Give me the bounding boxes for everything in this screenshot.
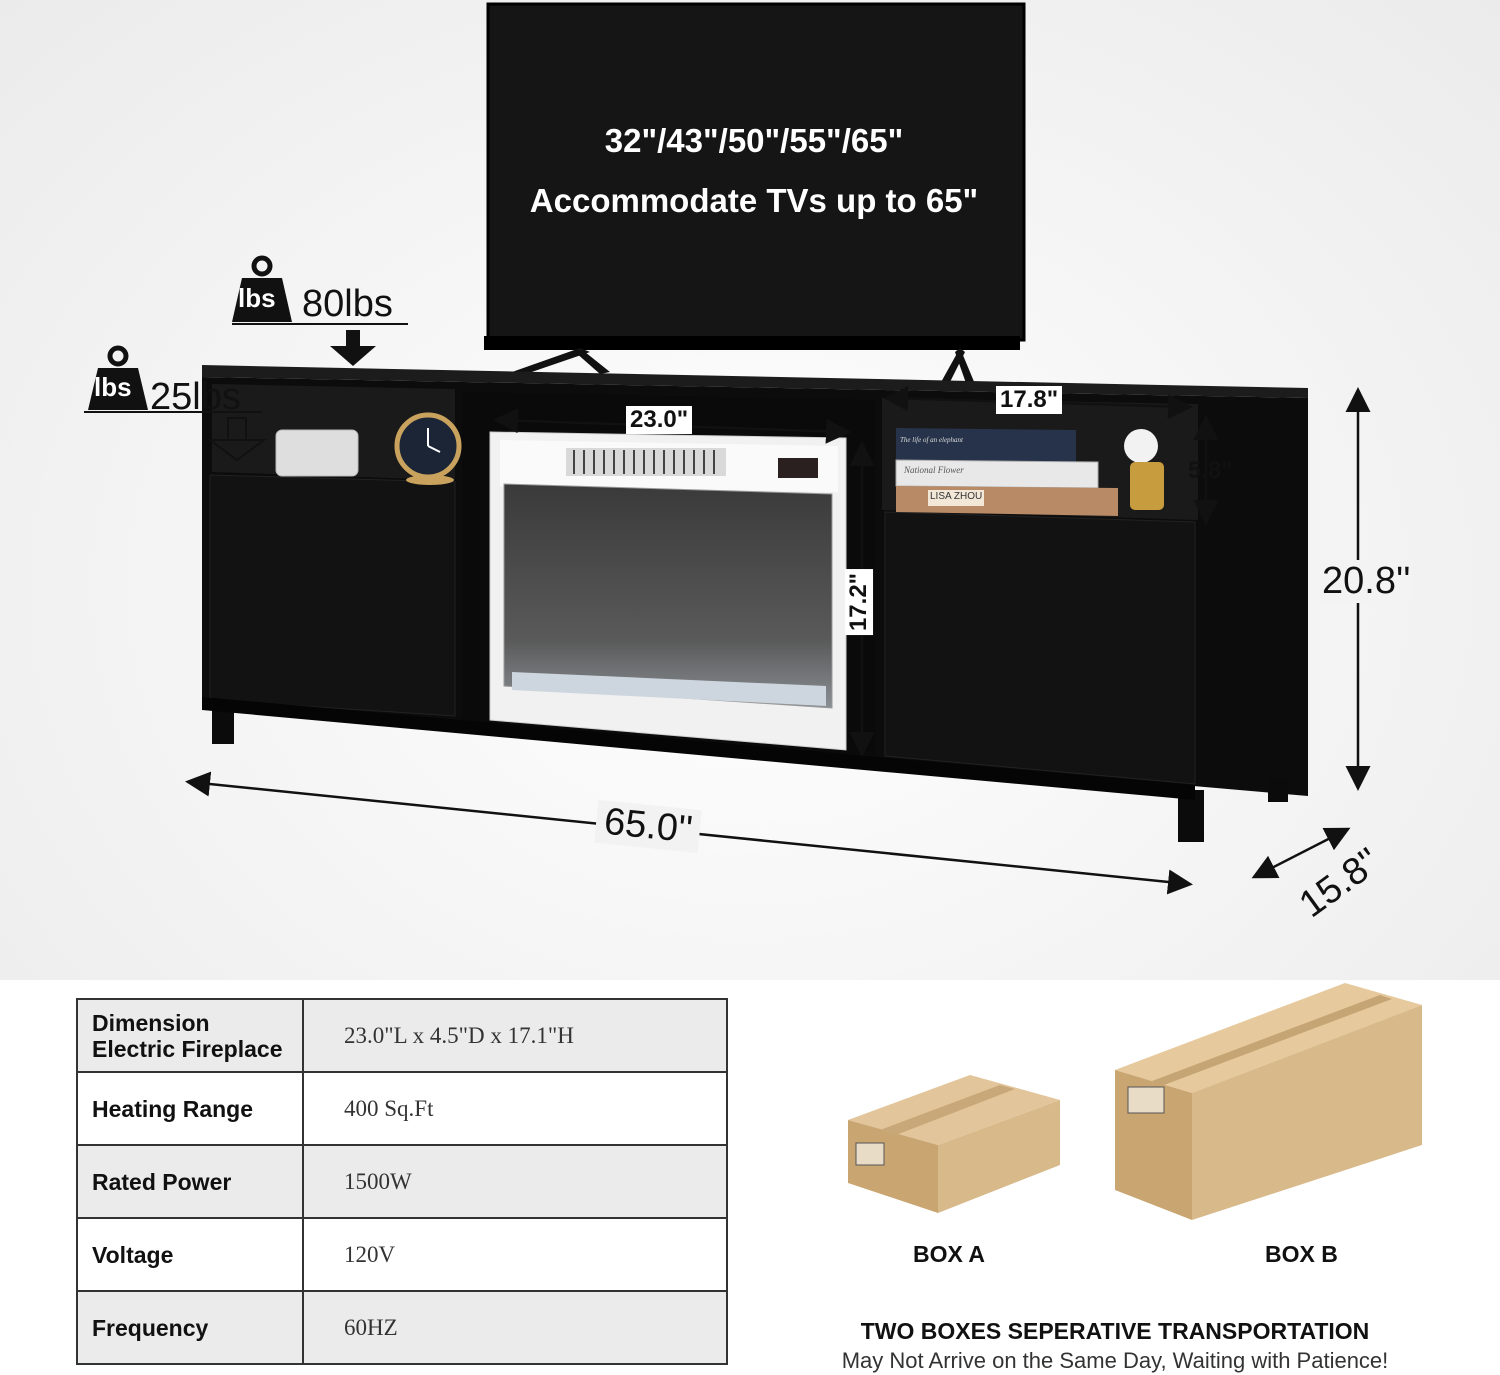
- load-arrow-shelf: [206, 417, 268, 462]
- total-height: 20.8'': [1320, 560, 1413, 603]
- spec-label: Rated Power: [76, 1144, 304, 1219]
- shipping-title: TWO BOXES SEPERATIVE TRANSPORTATION: [860, 1318, 1370, 1344]
- table-row: Dimension Electric Fireplace 23.0"L x 4.…: [76, 998, 728, 1073]
- shelf-height: 5.8": [1188, 457, 1233, 484]
- shelf-decor-left: [275, 412, 462, 485]
- book-spine: LISA ZHOU: [930, 491, 983, 502]
- spec-label-line: Dimension: [92, 1009, 210, 1036]
- tv-stand-illustration: [84, 2, 1371, 895]
- spec-label: Dimension Electric Fireplace: [76, 998, 304, 1073]
- weight-badge-shelf: lbs: [94, 372, 132, 402]
- box-b-icon: [1115, 983, 1422, 1220]
- spec-label: Frequency: [76, 1290, 304, 1365]
- fireplace-height: 17.2": [845, 568, 874, 636]
- shipping-boxes: BOX A BOX B: [760, 975, 1500, 1375]
- top-capacity: 80lbs: [302, 283, 393, 325]
- weight-badge-top: lbs: [238, 283, 276, 313]
- television: [484, 2, 1026, 386]
- table-row: Voltage 120V: [76, 1217, 728, 1292]
- product-scene: 32"/43"/50"/55"/65" Accommodate TVs up t…: [0, 0, 1500, 980]
- spec-value: 400 Sq.Ft: [302, 1071, 728, 1146]
- spec-value: 60HZ: [302, 1290, 728, 1365]
- table-row: Heating Range 400 Sq.Ft: [76, 1071, 728, 1146]
- fireplace-width: 23.0": [626, 406, 693, 434]
- specs-table: Dimension Electric Fireplace 23.0"L x 4.…: [76, 998, 728, 1365]
- load-arrow-top: [330, 330, 376, 366]
- book-title-2: National Flower: [904, 465, 964, 475]
- electric-fireplace: [489, 431, 847, 751]
- spec-label-line: Electric Fireplace: [92, 1035, 283, 1062]
- spec-value: 120V: [302, 1217, 728, 1292]
- table-row: Rated Power 1500W: [76, 1144, 728, 1219]
- tv-sizes: 32"/43"/50"/55"/65": [604, 122, 904, 159]
- box-a-label: BOX A: [913, 1241, 985, 1267]
- spec-label: Voltage: [76, 1217, 304, 1292]
- shelf-decor-right: [895, 428, 1164, 516]
- weight-icon: [88, 255, 292, 410]
- box-a-icon: [848, 1075, 1060, 1213]
- table-row: Frequency 60HZ: [76, 1290, 728, 1365]
- cardboard-boxes: [848, 983, 1422, 1220]
- spec-value: 1500W: [302, 1144, 728, 1219]
- tv-caption: Accommodate TVs up to 65": [529, 182, 979, 219]
- shelf-capacity: 25lbs: [150, 376, 241, 418]
- shipping-subtitle: May Not Arrive on the Same Day, Waiting …: [841, 1348, 1389, 1373]
- spec-value: 23.0"L x 4.5"D x 17.1"H: [302, 998, 728, 1073]
- shelf-width: 17.8": [996, 386, 1063, 414]
- book-title-1: The life of an elephant: [900, 436, 963, 444]
- box-b-label: BOX B: [1265, 1241, 1338, 1267]
- spec-label: Heating Range: [76, 1071, 304, 1146]
